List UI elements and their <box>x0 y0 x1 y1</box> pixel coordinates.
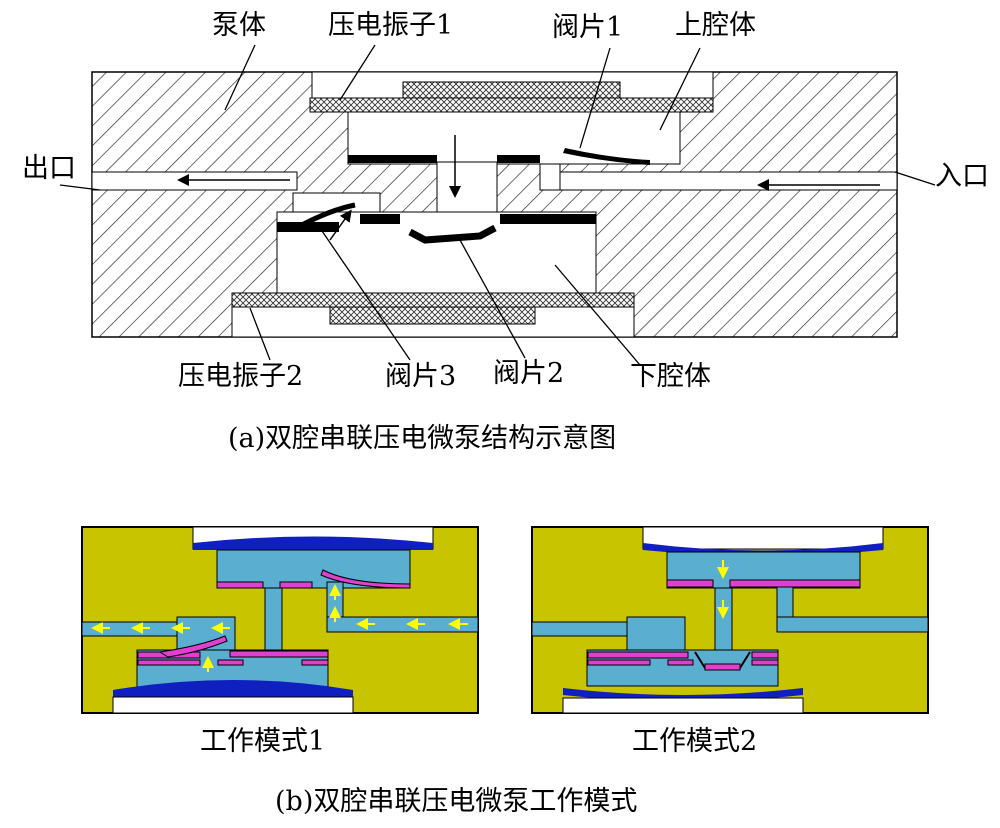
piezo-1 <box>309 97 714 113</box>
valve-1 <box>563 148 650 165</box>
outlet-channel <box>91 171 298 191</box>
label-outlet: 出口 <box>22 153 76 184</box>
valve-3 <box>298 202 356 229</box>
caption-b: (b)双腔串联压电微泵工作模式 <box>275 786 638 817</box>
piezo-2 <box>231 292 635 308</box>
label-piezo-1: 压电振子1 <box>328 10 454 41</box>
label-valve-3: 阀片3 <box>385 361 457 392</box>
label-mode-2: 工作模式2 <box>632 726 758 757</box>
inlet-channel <box>559 171 898 191</box>
label-upper-cavity: 上腔体 <box>675 10 756 41</box>
label-pump-body: 泵体 <box>212 10 266 41</box>
label-mode-1: 工作模式1 <box>200 726 326 757</box>
label-valve-1: 阀片1 <box>552 12 624 43</box>
pump-structure-diagram <box>59 44 936 366</box>
label-inlet: 入口 <box>935 161 989 192</box>
valve-2 <box>408 224 497 244</box>
label-lower-cavity: 下腔体 <box>630 361 711 392</box>
label-valve-2: 阀片2 <box>493 358 565 389</box>
work-mode-2-diagram <box>531 526 929 714</box>
label-piezo-2: 压电振子2 <box>178 361 304 392</box>
work-mode-1-diagram <box>81 526 479 714</box>
caption-a: (a)双腔串联压电微泵结构示意图 <box>228 423 617 454</box>
